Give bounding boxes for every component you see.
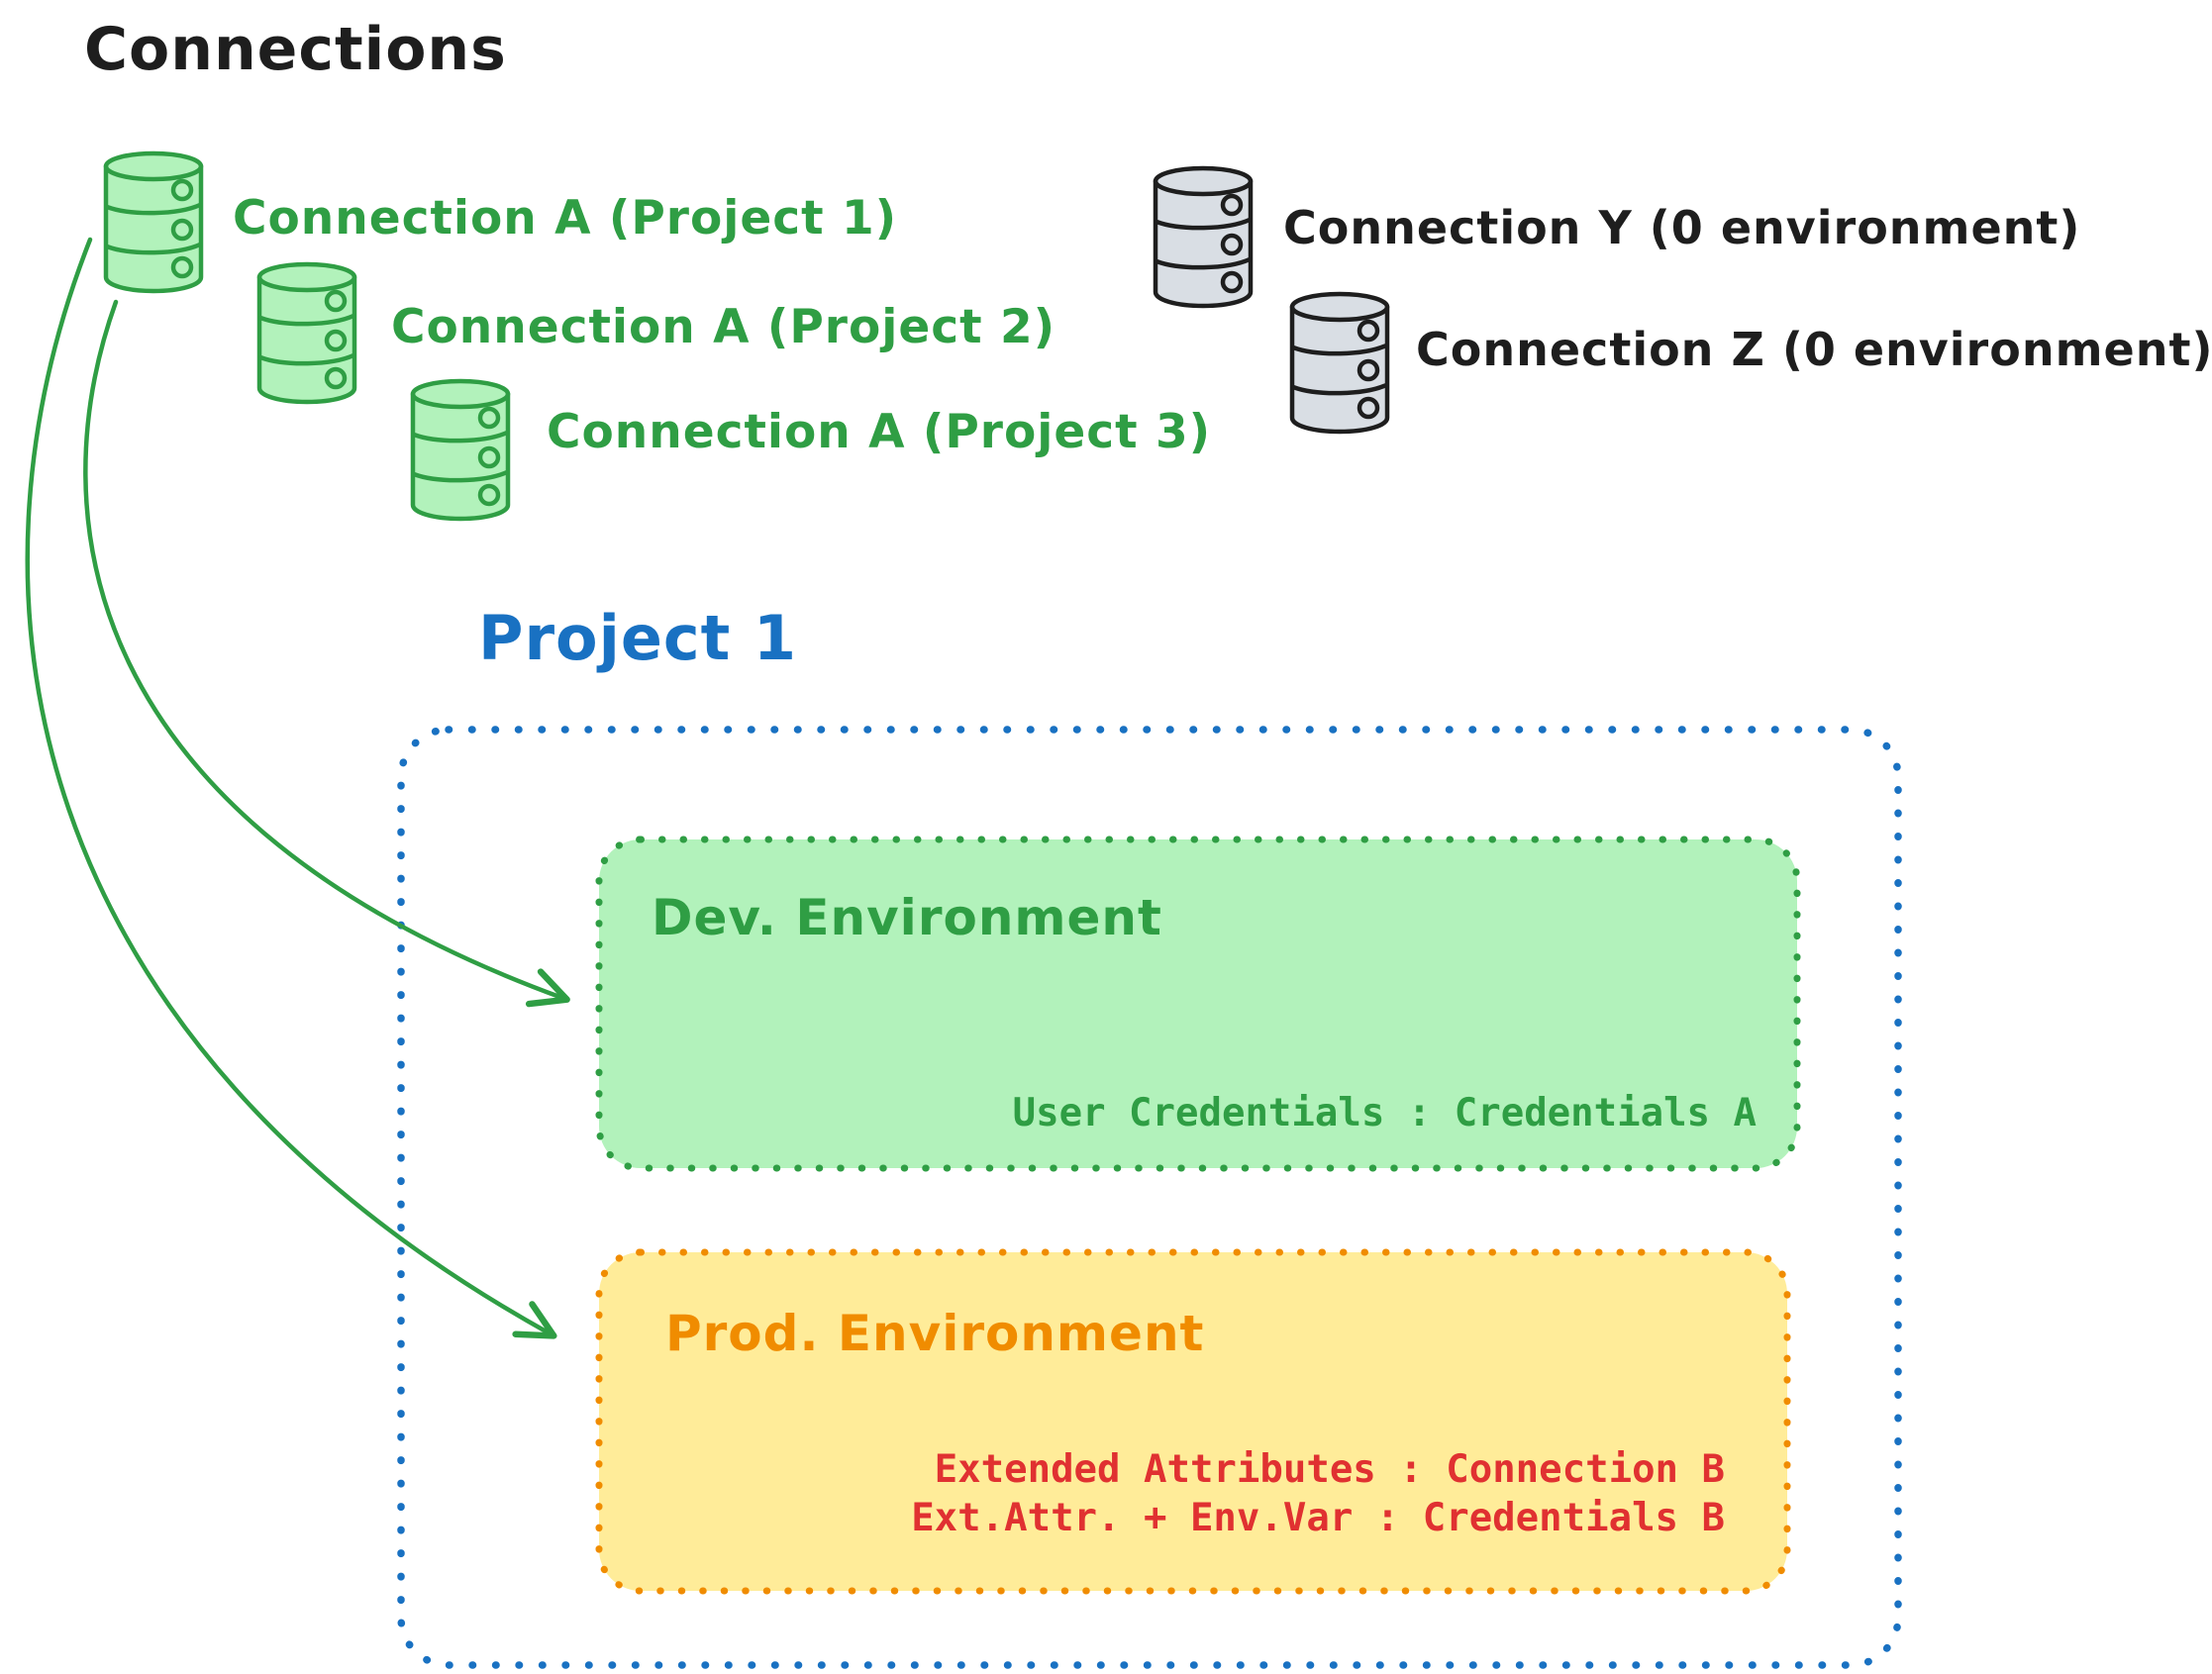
database-icon-connection-z	[1292, 293, 1387, 432]
database-icon-connection-a-project-3	[413, 380, 508, 519]
prod-environment-credentials: Extended Attributes : Connection B Ext.A…	[911, 1445, 1725, 1542]
prod-credentials-line-1: Extended Attributes : Connection B	[934, 1447, 1725, 1492]
label-connection-y: Connection Y (0 environment)	[1283, 201, 2081, 254]
arrow-connection-a-to-dev	[83, 299, 570, 1008]
arrow-connection-a-to-prod	[25, 237, 557, 1339]
label-connection-a-project-2: Connection A (Project 2)	[391, 300, 1056, 354]
prod-environment-title: Prod. Environment	[665, 1305, 1205, 1362]
project-1-box	[397, 726, 1902, 1669]
dev-environment-title: Dev. Environment	[652, 889, 1162, 946]
dev-environment-box	[595, 836, 1801, 1172]
label-connection-a-project-3: Connection A (Project 3)	[547, 405, 1212, 459]
database-icon-connection-a-project-1	[106, 152, 201, 291]
dev-environment-credentials: User Credentials : Credentials A	[1012, 1091, 1757, 1135]
label-connection-z: Connection Z (0 environment)	[1416, 323, 2212, 376]
prod-credentials-line-2: Ext.Attr. + Env.Var : Credentials B	[911, 1496, 1725, 1540]
label-connection-a-project-1: Connection A (Project 1)	[233, 191, 898, 246]
database-icon-connection-y	[1156, 167, 1251, 306]
database-icon-connection-a-project-2	[259, 263, 354, 402]
prod-environment-box	[595, 1248, 1791, 1595]
project-1-title: Project 1	[478, 602, 798, 674]
diagram-title: Connections	[84, 15, 507, 84]
